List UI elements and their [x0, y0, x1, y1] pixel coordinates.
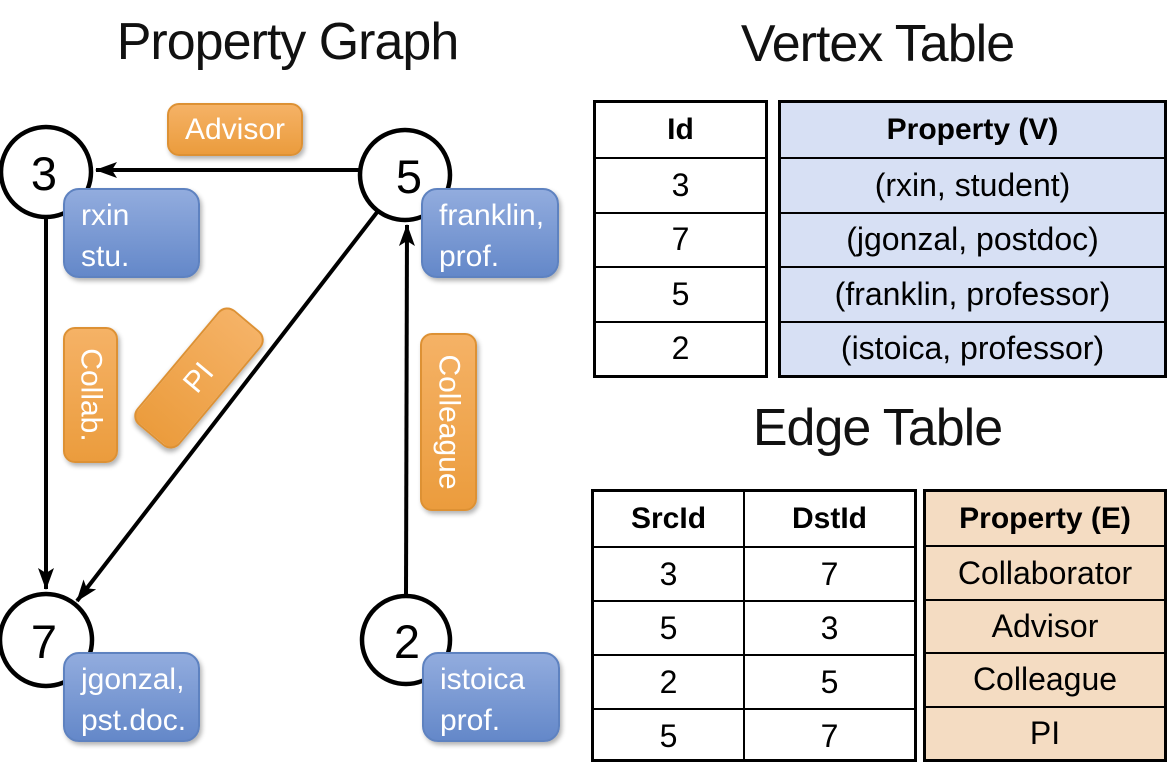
edge-table-property-cell-1: Advisor [926, 598, 1164, 653]
node-3-property-line2: stu. [81, 240, 130, 273]
edge-label-colleague: Colleague [420, 333, 477, 511]
vertex-table-title: Vertex Table [740, 15, 1015, 73]
node-7-id: 7 [31, 615, 57, 668]
edge-label-advisor: Advisor [167, 103, 303, 156]
edge-table-dstid-cell-2: 5 [743, 654, 914, 708]
node-3-property-box: rxin stu. [63, 188, 200, 278]
edge-label-advisor-text: Advisor [184, 112, 286, 146]
node-7-property-line2: pst.doc. [81, 704, 187, 737]
vertex-table-id-cell-2: 5 [596, 266, 765, 320]
node-7-property-box: jgonzal, pst.doc. [63, 652, 200, 742]
edge-label-collab-text: Collab. [74, 348, 108, 442]
edge-table-property-cell-2: Colleague [926, 652, 1164, 706]
node-5-property-line1: franklin, [439, 199, 545, 232]
property-graph-title: Property Graph [116, 13, 460, 71]
edge-table-srcid-cell-0: 3 [594, 546, 743, 600]
edge-table-property-cell-0: Collaborator [926, 545, 1164, 599]
vertex-table-id-cell-0: 3 [596, 157, 765, 211]
vertex-table-id-cell-1: 7 [596, 211, 765, 266]
node-5-id: 5 [396, 150, 422, 203]
edge-2-to-5-colleague [398, 224, 415, 597]
node-3-id: 3 [31, 147, 57, 200]
edge-table-header-srcid: SrcId [630, 502, 707, 535]
edge-table-srcid-cell-1: 5 [594, 600, 743, 654]
edge-table-dstid-cell-3: 7 [743, 708, 914, 762]
edge-table-srcid-cell-3: 5 [594, 708, 743, 762]
edge-table-title: Edge Table [752, 399, 1003, 457]
property-graph-canvas: 3 5 7 2 [0, 124, 453, 689]
vertex-table-header-id: Id [667, 113, 694, 147]
edge-table-header-property: Property (E) [926, 492, 1164, 546]
vertex-table-header-property: Property (V) [781, 103, 1164, 158]
edge-table-header-dstid: DstId [743, 492, 914, 546]
node-2-property-line1: istoica [440, 663, 526, 696]
node-2-id: 2 [394, 615, 420, 668]
node-5-property-box: franklin, prof. [421, 188, 559, 278]
vertex-table-property-column: Property (V)(rxin, student)(jgonzal, pos… [778, 100, 1167, 378]
node-2-property-box: istoica prof. [422, 652, 560, 742]
edge-table-srcid-cell-2: 2 [594, 654, 743, 708]
edge-table-dstid-cell-0: 7 [743, 546, 914, 600]
vertex-table-id-cell-3: 2 [596, 320, 765, 375]
edge-label-collab: Collab. [63, 327, 118, 463]
node-7-property-line1: jgonzal, [81, 663, 185, 696]
vertex-table-property-cell-3: (istoica, professor) [781, 320, 1164, 375]
edge-label-pi-text: PI [176, 356, 221, 400]
edge-table-dstid-cell-1: 3 [743, 600, 914, 654]
vertex-table-property-cell-2: (franklin, professor) [781, 266, 1164, 321]
edge-table-property-cell-3: PI [926, 705, 1164, 759]
edge-label-colleague-text: Colleague [432, 354, 466, 490]
vertex-table-property-cell-1: (jgonzal, postdoc) [781, 211, 1164, 267]
vertex-table-property-cell-0: (rxin, student) [781, 157, 1164, 212]
node-3-property-line1: rxin [81, 199, 130, 232]
edge-5-to-7-pi [75, 209, 380, 603]
node-5-property-line2: prof. [439, 240, 500, 273]
node-2-property-line2: prof. [440, 704, 501, 737]
